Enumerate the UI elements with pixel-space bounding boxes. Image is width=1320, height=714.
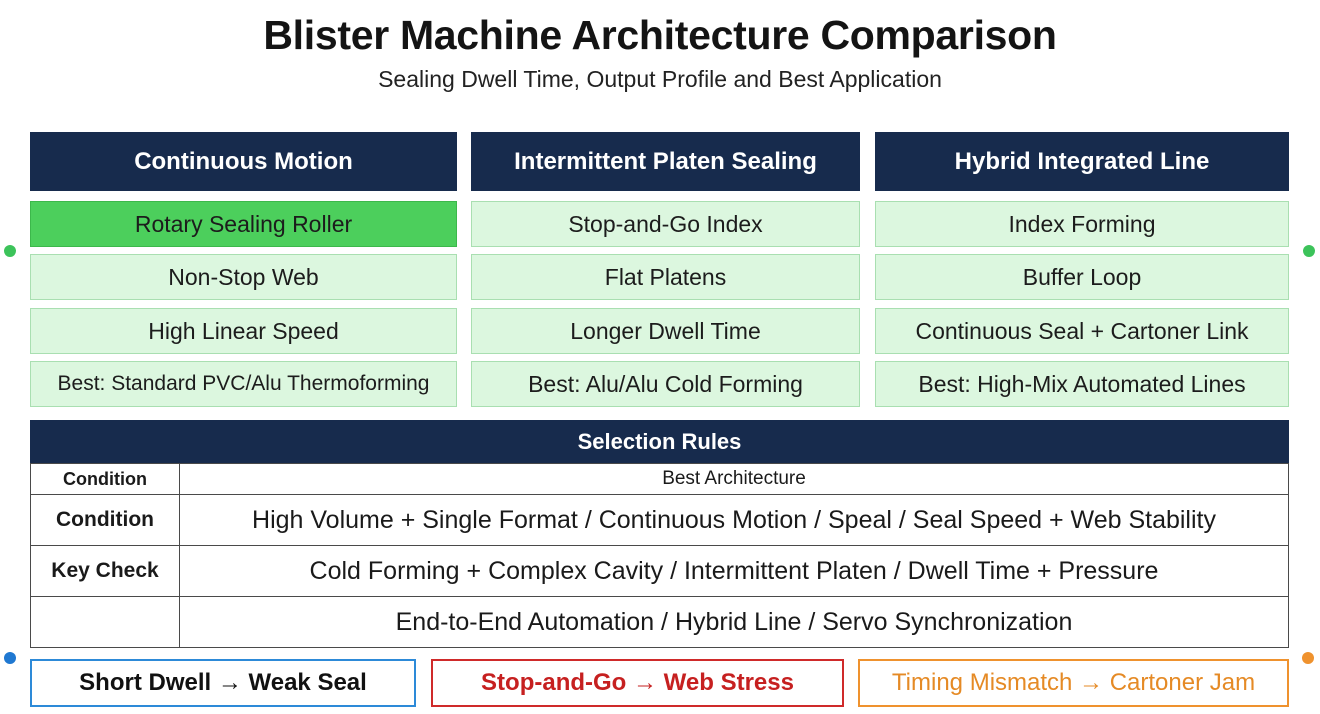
left-marker-dot: [4, 245, 16, 257]
right-warning-dot: [1302, 652, 1314, 664]
warning-stop-and-go: Stop-and-Go → Web Stress: [431, 659, 844, 707]
row-value: Cold Forming + Complex Cavity / Intermit…: [179, 545, 1289, 597]
table-row: Key Check Cold Forming + Complex Cavity …: [30, 545, 1289, 597]
feature-cell: Longer Dwell Time: [471, 308, 860, 354]
table-header-key: Condition: [30, 463, 180, 495]
column-header: Hybrid Integrated Line: [875, 132, 1289, 191]
table-header-row: Condition Best Architecture: [30, 463, 1289, 495]
table-row: Condition High Volume + Single Format / …: [30, 494, 1289, 546]
feature-cell: Index Forming: [875, 201, 1289, 247]
column-intermittent-platen: Intermittent Platen Sealing Stop-and-Go …: [471, 132, 860, 407]
feature-cell: Stop-and-Go Index: [471, 201, 860, 247]
warning-short-dwell: Short Dwell → Weak Seal: [30, 659, 416, 707]
row-key: Key Check: [30, 545, 180, 597]
selection-rules-table: Condition Best Architecture Condition Hi…: [30, 463, 1289, 648]
column-hybrid-integrated: Hybrid Integrated Line Index Forming Buf…: [875, 132, 1289, 407]
column-header: Continuous Motion: [30, 132, 457, 191]
row-value: End-to-End Automation / Hybrid Line / Se…: [179, 596, 1289, 648]
feature-cell: Non-Stop Web: [30, 254, 457, 300]
right-marker-dot: [1303, 245, 1315, 257]
page-subtitle: Sealing Dwell Time, Output Profile and B…: [378, 66, 942, 92]
page-title: Blister Machine Architecture Comparison: [263, 12, 1057, 58]
left-warning-dot: [4, 652, 16, 664]
selection-rules-header: Selection Rules: [30, 420, 1289, 463]
best-application-cell: Best: Standard PVC/Alu Thermoforming: [30, 361, 457, 407]
feature-cell: Continuous Seal + Cartoner Link: [875, 308, 1289, 354]
feature-cell: Rotary Sealing Roller: [30, 201, 457, 247]
table-header-value: Best Architecture: [179, 463, 1289, 495]
row-value: High Volume + Single Format / Continuous…: [179, 494, 1289, 546]
row-key: [30, 596, 180, 648]
feature-cell: Flat Platens: [471, 254, 860, 300]
best-application-cell: Best: High-Mix Automated Lines: [875, 361, 1289, 407]
best-application-cell: Best: Alu/Alu Cold Forming: [471, 361, 860, 407]
row-key: Condition: [30, 494, 180, 546]
column-header: Intermittent Platen Sealing: [471, 132, 860, 191]
column-continuous-motion: Continuous Motion Rotary Sealing Roller …: [30, 132, 457, 407]
feature-cell: High Linear Speed: [30, 308, 457, 354]
warning-timing-mismatch: Timing Mismatch → Cartoner Jam: [858, 659, 1289, 707]
table-row: End-to-End Automation / Hybrid Line / Se…: [30, 596, 1289, 648]
feature-cell: Buffer Loop: [875, 254, 1289, 300]
